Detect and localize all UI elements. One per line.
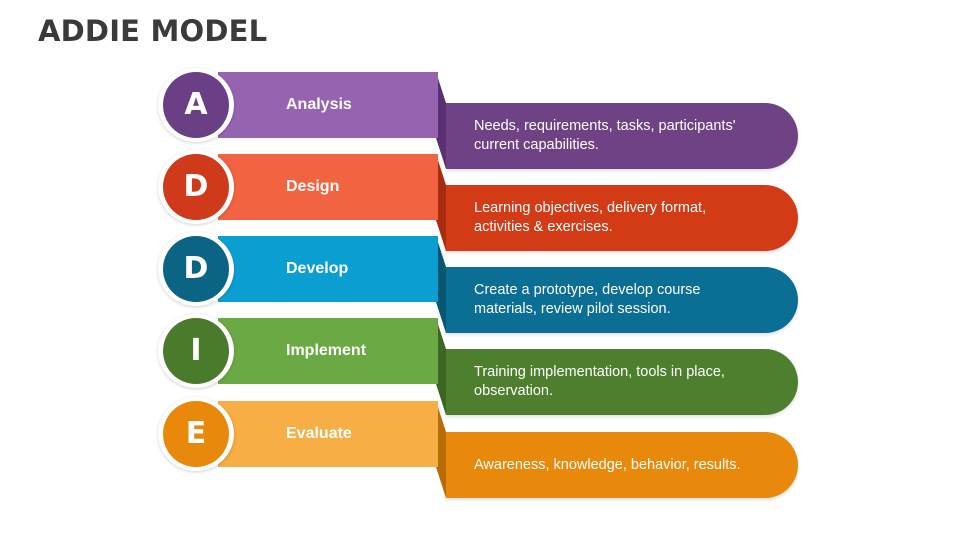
step-band — [218, 154, 438, 220]
addie-step-evaluate: Awareness, knowledge, behavior, results.… — [0, 397, 960, 501]
step-letter-circle: A — [163, 72, 229, 138]
step-fold — [436, 401, 446, 498]
step-label: Analysis — [286, 96, 352, 113]
addie-step-design: Learning objectives, delivery format, ac… — [0, 150, 960, 254]
addie-step-implement: Training implementation, tools in place,… — [0, 314, 960, 418]
step-letter-circle: I — [163, 318, 229, 384]
step-description-text: Training implementation, tools in place,… — [474, 364, 725, 399]
step-fold — [436, 72, 446, 169]
step-label: Evaluate — [286, 425, 352, 442]
step-label: Design — [286, 178, 340, 195]
step-band — [218, 401, 438, 467]
step-description: Learning objectives, delivery format, ac… — [446, 185, 798, 251]
step-description: Training implementation, tools in place,… — [446, 349, 798, 415]
page-title: ADDIE MODEL — [38, 14, 268, 48]
step-band — [218, 318, 438, 384]
step-fold — [436, 236, 446, 333]
step-fold — [436, 154, 446, 251]
step-description-text: Learning objectives, delivery format, ac… — [474, 200, 707, 235]
step-description-text: Needs, requirements, tasks, participants… — [474, 118, 736, 153]
step-label: Develop — [286, 260, 349, 277]
step-description: Create a prototype, develop course mater… — [446, 267, 798, 333]
step-description-text: Create a prototype, develop course mater… — [474, 282, 701, 317]
step-band — [218, 236, 438, 302]
step-letter-circle: D — [163, 236, 229, 302]
step-description: Awareness, knowledge, behavior, results. — [446, 432, 798, 498]
step-band — [218, 72, 438, 138]
step-letter-circle: E — [163, 401, 229, 467]
step-label: Implement — [286, 342, 367, 359]
step-fold — [436, 318, 446, 415]
addie-step-analysis: Needs, requirements, tasks, participants… — [0, 68, 960, 172]
step-description: Needs, requirements, tasks, participants… — [446, 103, 798, 169]
step-letter-circle: D — [163, 154, 229, 220]
addie-step-develop: Create a prototype, develop course mater… — [0, 232, 960, 336]
step-description-text: Awareness, knowledge, behavior, results. — [474, 456, 741, 473]
